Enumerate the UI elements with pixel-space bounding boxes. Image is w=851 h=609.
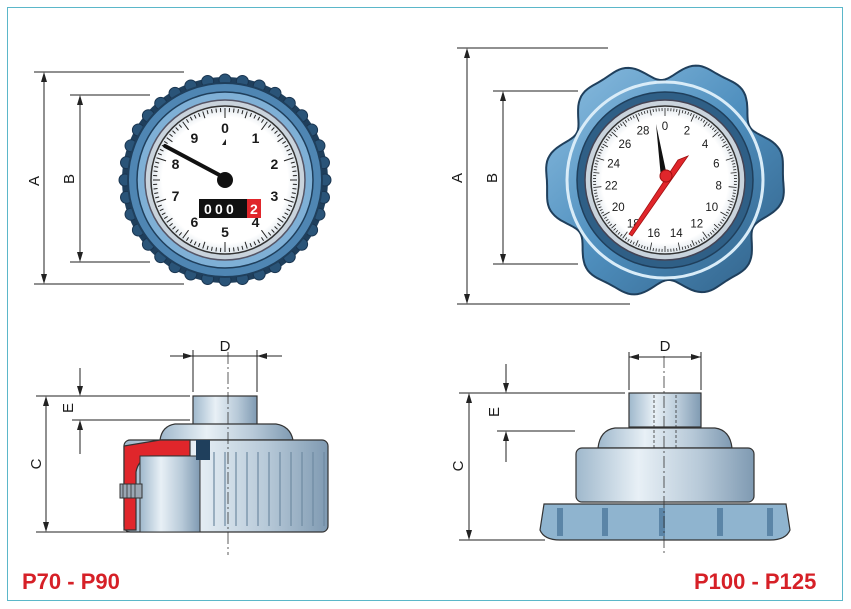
dim-label-a: A (26, 176, 43, 186)
dim-e-large (497, 364, 625, 462)
dim-d-large (628, 352, 702, 390)
small-knob-side-view (119, 352, 329, 555)
dial-number: 22 (605, 181, 618, 193)
dim-b-small (70, 94, 150, 263)
black-needle (656, 124, 667, 178)
dial-number: 26 (618, 139, 631, 151)
dial-number: 12 (690, 219, 703, 231)
dial-ticks (153, 108, 297, 252)
model-label-left: P70 - P90 (22, 569, 120, 594)
dial-number: 16 (647, 228, 660, 240)
counter-digit: 0 (226, 201, 234, 217)
dim-label-e: E (486, 407, 503, 417)
dial-number: 0 (221, 120, 229, 136)
dial-number: 8 (172, 156, 180, 172)
dial-number: 14 (670, 228, 683, 240)
dim-d-small (170, 350, 282, 392)
counter-digit: 0 (215, 201, 223, 217)
dial-number: 0 (662, 121, 668, 133)
dial-number: 24 (607, 158, 620, 170)
dial-number: 2 (271, 156, 279, 172)
dial-number: 10 (705, 202, 718, 214)
dial-number: 9 (191, 130, 199, 146)
dim-label-d: D (660, 338, 671, 355)
dial-number: 20 (612, 202, 625, 214)
dial-number: 3 (271, 188, 279, 204)
dim-label-b: B (484, 173, 501, 183)
counter-digit: 0 (204, 201, 212, 217)
dim-label-a: A (449, 173, 466, 183)
dim-label-e: E (60, 403, 77, 413)
insert-notch (196, 440, 210, 460)
dim-label-b: B (61, 174, 78, 184)
dial-number: 1 (252, 130, 260, 146)
dial-number: 7 (172, 188, 180, 204)
zero-marker (222, 139, 226, 145)
dim-a-large (457, 47, 630, 305)
insert (139, 455, 201, 533)
model-label-right: P100 - P125 (694, 569, 817, 594)
dial-number: 4 (252, 214, 260, 230)
dim-a-small (34, 71, 184, 285)
dim-e-small (72, 368, 190, 454)
dial-number: 6 (713, 158, 719, 170)
dial-number: 6 (191, 214, 199, 230)
dim-label-c: C (450, 460, 467, 471)
dial-number: 4 (702, 139, 709, 151)
knurl-ribs (213, 452, 325, 526)
dial-number: 5 (221, 224, 229, 240)
needle-hub (659, 169, 673, 183)
dim-b-large (493, 90, 578, 265)
dial-number: 2 (684, 126, 690, 138)
dial-number: 8 (716, 181, 722, 193)
dial-ticks (593, 108, 737, 252)
red-needle (628, 155, 690, 237)
counter-digit: 2 (250, 201, 258, 217)
dim-label-c: C (28, 458, 45, 469)
dial-number: 28 (637, 126, 650, 138)
large-knob-side-view (539, 356, 791, 556)
counter-window: 0 0 0 2 (199, 199, 261, 218)
drawing-frame (7, 7, 843, 601)
needle-hub (217, 172, 233, 188)
dial-needle (163, 144, 227, 180)
dim-label-d: D (220, 338, 231, 355)
